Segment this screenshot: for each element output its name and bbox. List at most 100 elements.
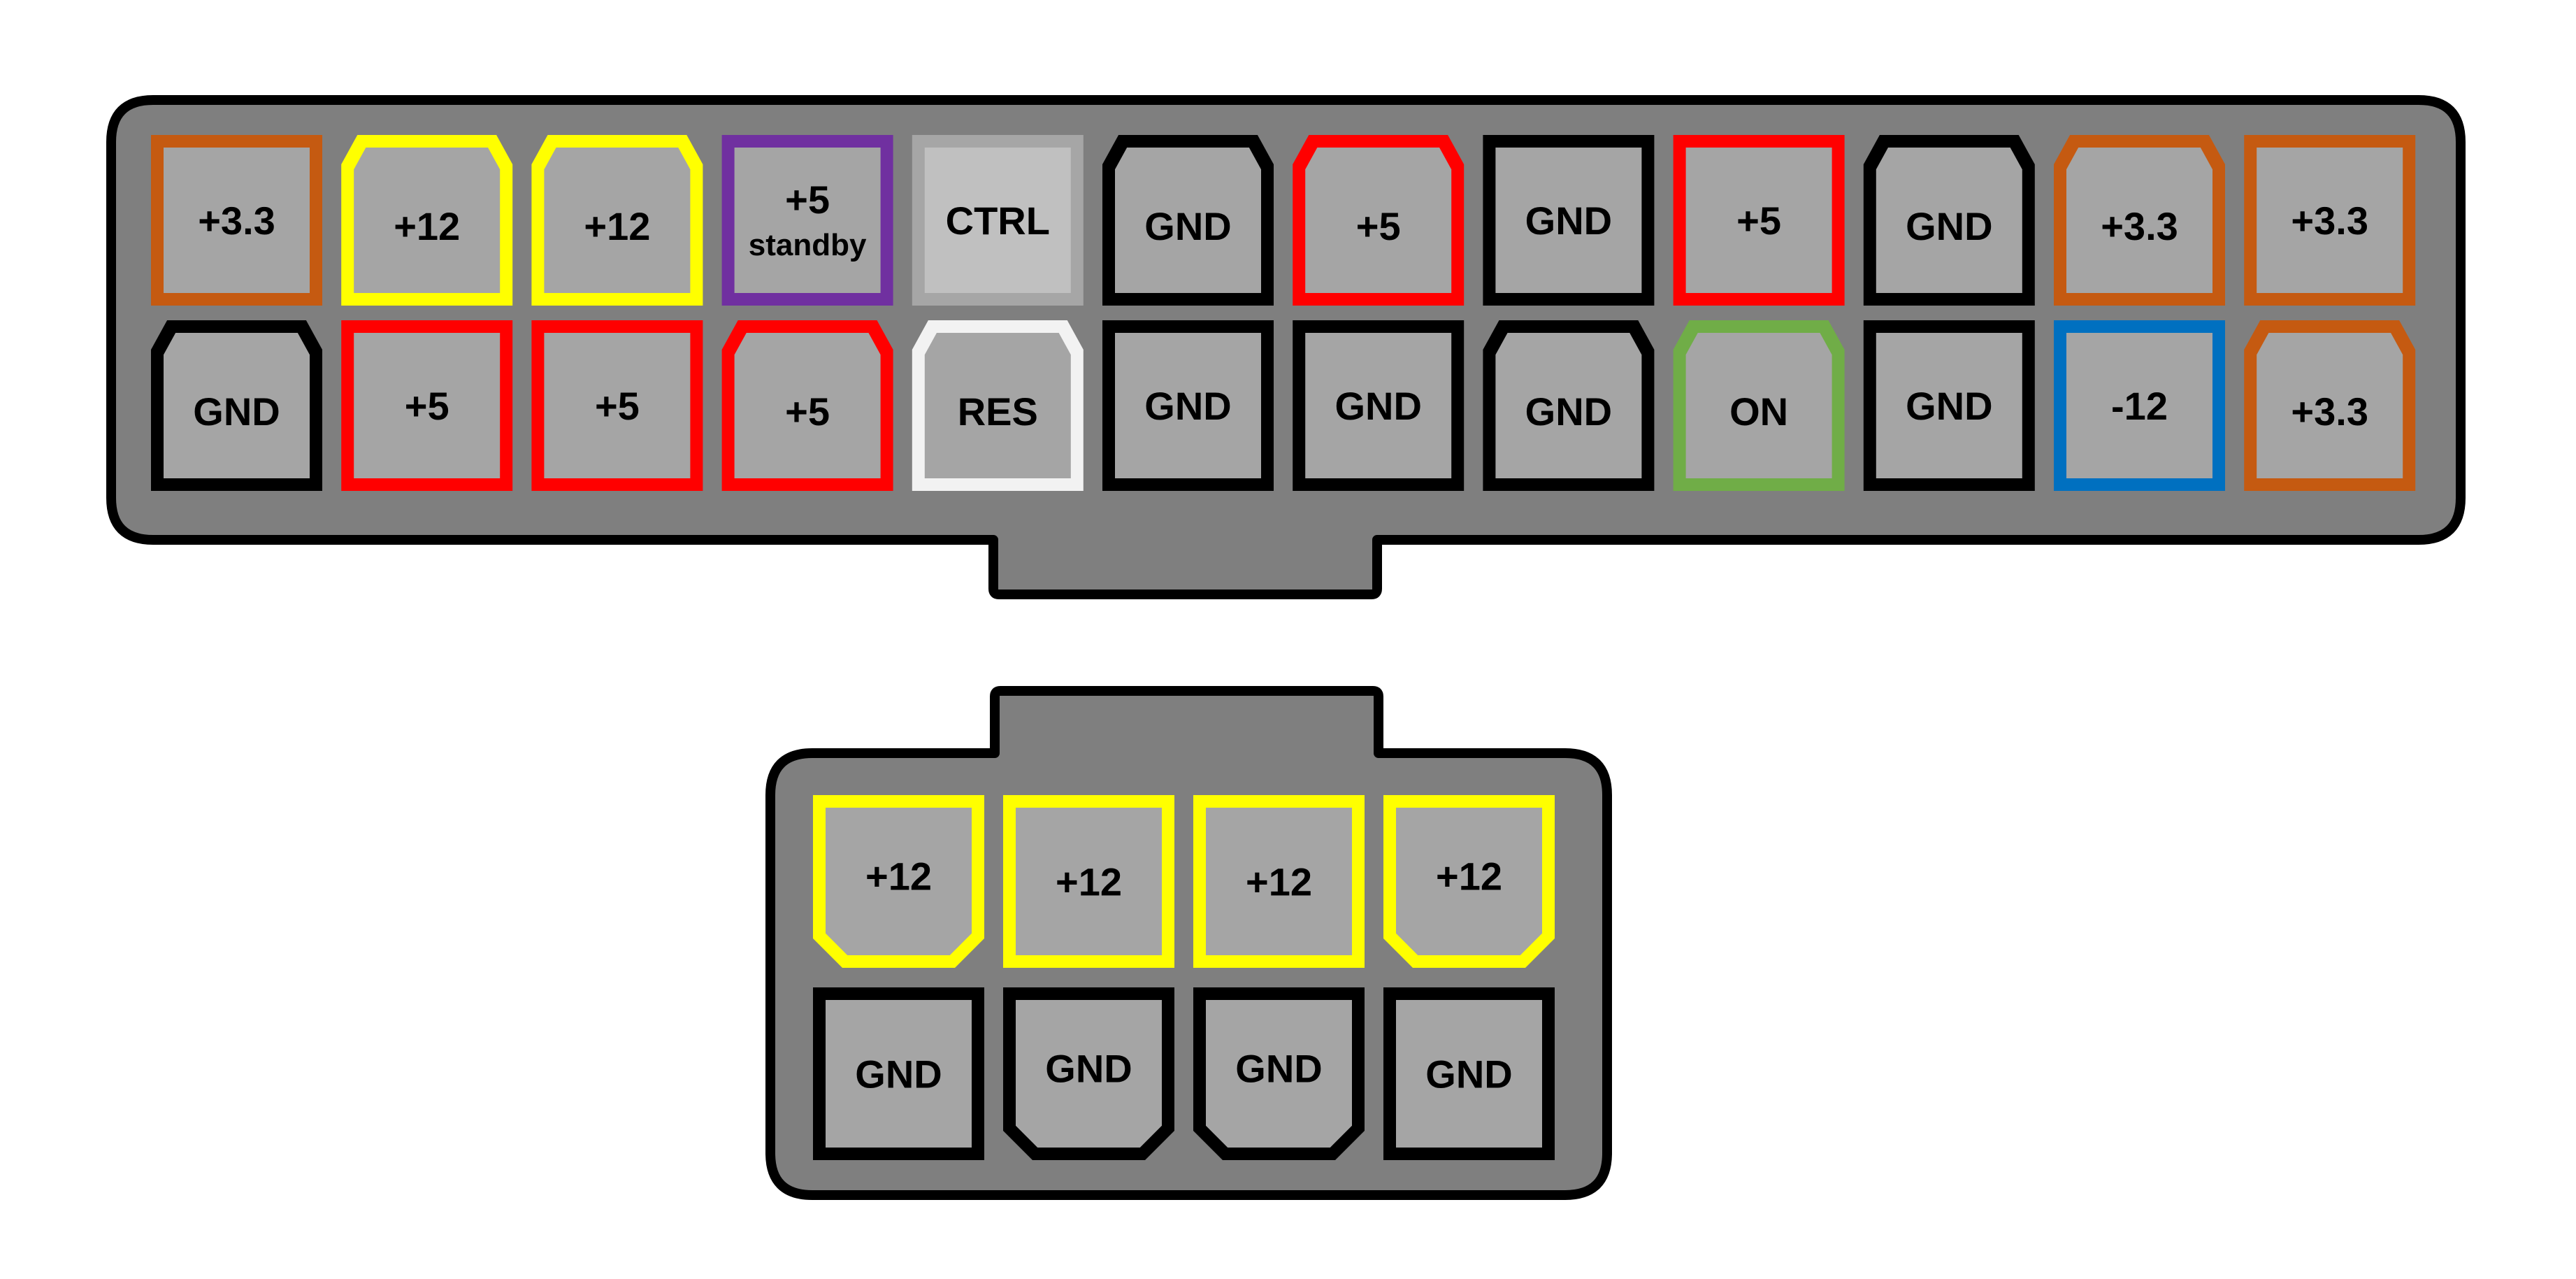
pin-socket — [1206, 1000, 1352, 1148]
pin-label: +5 — [1356, 204, 1401, 248]
pin-socket — [1115, 148, 1261, 293]
pin-socket — [1495, 148, 1642, 293]
pin-gnd: GND — [1193, 987, 1365, 1160]
pin-label: +3.3 — [198, 199, 275, 243]
pin-label: +5 — [1736, 199, 1781, 243]
pin-gnd: GND — [1383, 987, 1555, 1160]
pin-socket — [544, 333, 691, 478]
pin-res: RES — [912, 320, 1084, 491]
pin-sublabel: standby — [749, 228, 867, 262]
pin-gnd: GND — [1003, 987, 1174, 1160]
pin-socket — [1876, 148, 2022, 293]
pin-socket — [2066, 148, 2212, 293]
pin-gnd: GND — [1102, 320, 1274, 491]
pin-label: +12 — [865, 855, 932, 899]
pin-label: +12 — [1056, 860, 1122, 904]
pin-33: +3.3 — [2244, 320, 2416, 491]
pin-gnd: GND — [1483, 320, 1655, 491]
pin-socket — [2257, 333, 2403, 478]
pin-12: -12 — [2054, 320, 2225, 491]
pin-gnd: GND — [151, 320, 322, 491]
pin-gnd: GND — [1102, 135, 1274, 306]
pin-socket — [734, 148, 881, 293]
pin-socket — [826, 808, 972, 955]
pin-label: -12 — [2111, 384, 2168, 428]
pin-socket — [164, 333, 310, 478]
pin-label: GND — [1906, 204, 1992, 248]
pin-label: GND — [1144, 384, 1231, 428]
pin-5-standby: +5 standby — [721, 135, 893, 306]
pin-socket — [924, 148, 1071, 293]
pin-socket — [1396, 1000, 1542, 1148]
pin-socket — [354, 333, 501, 478]
pin-label: +3.3 — [2291, 199, 2368, 243]
pin-label: GND — [1906, 384, 1992, 428]
pin-label: GND — [1045, 1047, 1132, 1091]
pin-gnd: GND — [1863, 135, 2035, 306]
pin-gnd: GND — [1483, 135, 1655, 306]
pin-5: +5 — [531, 320, 703, 491]
pin-12: +12 — [1193, 795, 1365, 968]
pin-12: +12 — [813, 795, 984, 968]
pin-socket — [1016, 1000, 1162, 1148]
pin-socket — [1876, 333, 2022, 478]
pin-socket — [826, 1000, 972, 1148]
pin-label: +12 — [394, 204, 460, 248]
pin-12: +12 — [531, 135, 703, 306]
pin-label: GND — [1334, 384, 1421, 428]
pin-label: RES — [958, 390, 1038, 434]
pin-on: ON — [1673, 320, 1845, 491]
pin-12: +12 — [1003, 795, 1174, 968]
pin-socket — [1305, 148, 1452, 293]
pin-gnd: GND — [1293, 320, 1465, 491]
pin-socket — [354, 148, 501, 293]
pin-label: +12 — [584, 204, 650, 248]
pin-label: GND — [193, 390, 280, 434]
pin-label: +5 — [785, 178, 830, 222]
pin-33: +3.3 — [2054, 135, 2225, 306]
pin-label: +3.3 — [2291, 390, 2368, 434]
pin-label: +3.3 — [2101, 204, 2178, 248]
pin-socket — [1495, 333, 1642, 478]
pin-label: GND — [1525, 390, 1612, 434]
pin-label: GND — [1525, 199, 1612, 243]
pin-socket — [1305, 333, 1452, 478]
pin-socket — [164, 148, 310, 293]
pin-5: +5 — [1293, 135, 1465, 306]
pin-12: +12 — [341, 135, 513, 306]
pin-gnd: GND — [813, 987, 984, 1160]
pin-5: +5 — [341, 320, 513, 491]
pin-33: +3.3 — [2244, 135, 2416, 306]
pin-ctrl: CTRL — [912, 135, 1084, 306]
pin-5: +5 — [721, 320, 893, 491]
pin-5: +5 — [1673, 135, 1845, 306]
pin-33: +3.3 — [151, 135, 322, 306]
pin-socket — [924, 333, 1071, 478]
pin-label: GND — [855, 1052, 942, 1096]
pin-label: +12 — [1246, 860, 1312, 904]
pin-socket — [1206, 808, 1352, 955]
pin-socket — [2257, 148, 2403, 293]
pin-label: +5 — [785, 390, 830, 434]
pin-gnd: GND — [1863, 320, 2035, 491]
pin-socket — [544, 148, 691, 293]
pin-socket — [1685, 333, 1832, 478]
pin-socket — [1396, 808, 1542, 955]
pin-socket — [1685, 148, 1832, 293]
pin-socket — [1016, 808, 1162, 955]
pin-socket — [1115, 333, 1261, 478]
pin-label: CTRL — [946, 199, 1050, 243]
pin-label: GND — [1235, 1047, 1322, 1091]
pin-label: +5 — [405, 384, 449, 428]
pin-label: GND — [1144, 204, 1231, 248]
pin-socket — [2066, 333, 2212, 478]
pin-label: +12 — [1436, 855, 1502, 899]
pin-label: GND — [1425, 1052, 1512, 1096]
pin-12: +12 — [1383, 795, 1555, 968]
pin-label: ON — [1729, 390, 1788, 434]
